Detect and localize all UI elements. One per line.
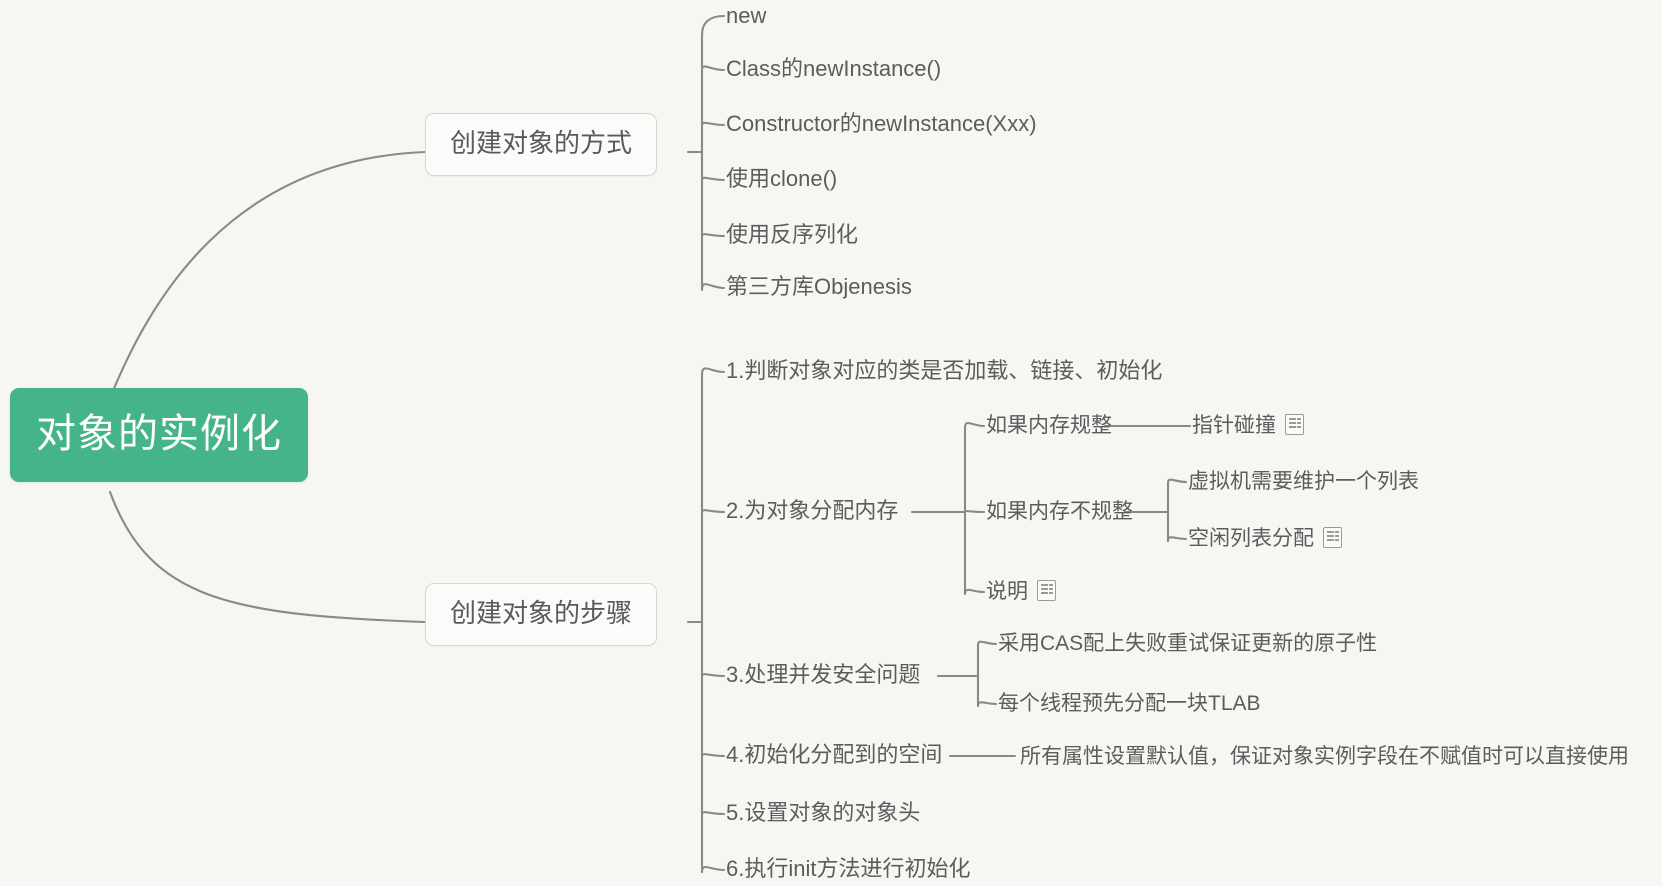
leaf-node-step-3[interactable]: 3.处理并发安全问题 [726, 662, 920, 688]
leaf-node-step-1[interactable]: 1.判断对象对应的类是否加载、链接、初始化 [726, 358, 1162, 384]
leaf-node-label: 采用CAS配上失败重试保证更新的原子性 [998, 632, 1378, 655]
note-icon [1037, 580, 1056, 601]
leaf-node-memory-irregular[interactable]: 如果内存不规整 [986, 499, 1133, 524]
leaf-node-label: 所有属性设置默认值，保证对象实例字段在不赋值时可以直接使用 [1020, 745, 1629, 768]
leaf-node-tlab[interactable]: 每个线程预先分配一块TLAB [998, 691, 1261, 716]
leaf-node-label: 空闲列表分配 [1188, 527, 1314, 550]
leaf-node-objenesis[interactable]: 第三方库Objenesis [726, 274, 912, 300]
leaf-node-label: 每个线程预先分配一块TLAB [998, 692, 1261, 715]
leaf-node-cas-retry[interactable]: 采用CAS配上失败重试保证更新的原子性 [998, 631, 1377, 656]
leaf-node-step-6[interactable]: 6.执行init方法进行初始化 [726, 856, 970, 882]
leaf-node-label: 第三方库Objenesis [726, 274, 912, 299]
root-node[interactable]: 对象的实例化 [10, 388, 308, 482]
leaf-node-memory-regular[interactable]: 如果内存规整 [986, 413, 1112, 438]
leaf-node-label: 如果内存不规整 [986, 500, 1133, 523]
root-node-label: 对象的实例化 [36, 412, 282, 456]
leaf-node-label: 虚拟机需要维护一个列表 [1188, 470, 1419, 493]
leaf-node-label: 4.初始化分配到的空间 [726, 742, 943, 767]
leaf-node-pointer-bump[interactable]: 指针碰撞 [1192, 413, 1304, 438]
branch-node-label: 创建对象的方式 [450, 128, 633, 158]
leaf-node-constructor-newinstance[interactable]: Constructor的newInstance(Xxx) [726, 111, 1037, 137]
note-icon [1323, 527, 1342, 548]
leaf-node-new[interactable]: new [726, 3, 766, 29]
leaf-node-label: 3.处理并发安全问题 [726, 662, 921, 687]
leaf-node-step-5[interactable]: 5.设置对象的对象头 [726, 800, 920, 826]
leaf-node-label: 5.设置对象的对象头 [726, 800, 921, 825]
leaf-node-label: 指针碰撞 [1192, 414, 1276, 437]
leaf-node-label: 使用clone() [726, 166, 838, 191]
leaf-node-free-list-alloc[interactable]: 空闲列表分配 [1188, 526, 1342, 551]
leaf-node-label: 2.为对象分配内存 [726, 498, 899, 523]
leaf-node-class-newinstance[interactable]: Class的newInstance() [726, 56, 941, 82]
leaf-node-label: Class的newInstance() [726, 56, 942, 81]
branch-node-label: 创建对象的步骤 [450, 598, 633, 628]
leaf-node-label: 说明 [986, 580, 1028, 603]
leaf-node-label: 6.执行init方法进行初始化 [726, 856, 971, 881]
leaf-node-label: 使用反序列化 [726, 222, 859, 247]
leaf-node-label: new [726, 3, 767, 28]
branch-node-steps[interactable]: 创建对象的步骤 [425, 583, 658, 647]
leaf-node-step-2[interactable]: 2.为对象分配内存 [726, 498, 898, 524]
leaf-node-step-4[interactable]: 4.初始化分配到的空间 [726, 742, 942, 768]
note-icon [1285, 414, 1304, 435]
branch-node-ways[interactable]: 创建对象的方式 [425, 113, 658, 177]
leaf-node-label: Constructor的newInstance(Xxx) [726, 111, 1037, 136]
leaf-node-explanation[interactable]: 说明 [986, 579, 1056, 604]
leaf-node-deserialization[interactable]: 使用反序列化 [726, 222, 858, 248]
leaf-node-vm-maintains-list[interactable]: 虚拟机需要维护一个列表 [1188, 469, 1419, 494]
leaf-node-default-values[interactable]: 所有属性设置默认值，保证对象实例字段在不赋值时可以直接使用 [1020, 744, 1629, 769]
leaf-node-label: 1.判断对象对应的类是否加载、链接、初始化 [726, 358, 1163, 383]
leaf-node-label: 如果内存规整 [986, 414, 1112, 437]
leaf-node-clone[interactable]: 使用clone() [726, 166, 837, 192]
